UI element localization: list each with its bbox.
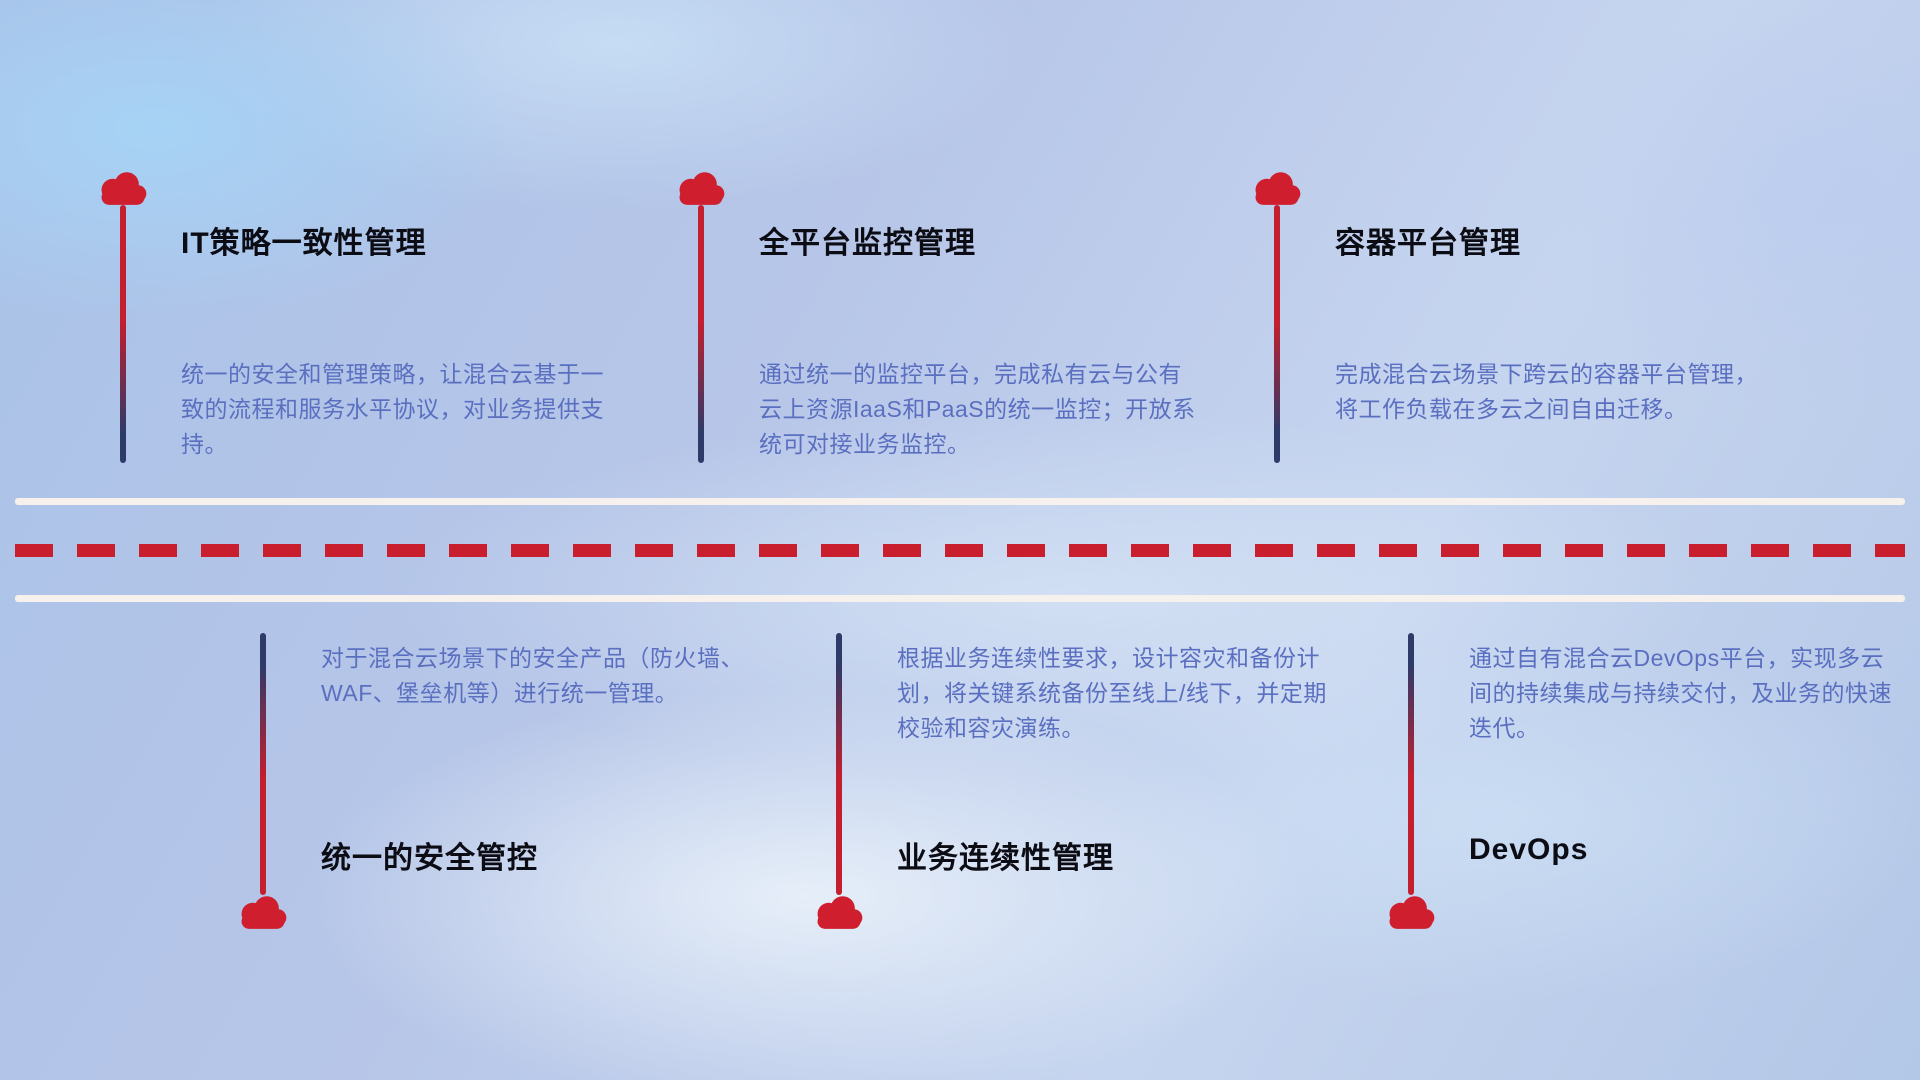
cloud-icon xyxy=(1389,896,1435,929)
cloud-icon xyxy=(241,896,287,929)
capability-title: 全平台监控管理 xyxy=(759,227,976,260)
road-top-line xyxy=(15,498,1905,505)
capability-description: 通过自有混合云DevOps平台，实现多云间的持续集成与持续交付，及业务的快速迭代… xyxy=(1469,645,1892,741)
capability-description: 对于混合云场景下的安全产品（防火墙、WAF、堡垒机等）进行统一管理。 xyxy=(321,645,744,706)
timeline-stem xyxy=(1274,205,1280,463)
capability-title: DevOps xyxy=(1469,833,1589,866)
timeline-stem xyxy=(698,205,704,463)
capability-description: 根据业务连续性要求，设计容灾和备份计划，将关键系统备份至线上/线下，并定期校验和… xyxy=(897,645,1327,741)
road-bottom-line xyxy=(15,595,1905,602)
capability-description: 通过统一的监控平台，完成私有云与公有云上资源IaaS和PaaS的统一监控；开放系… xyxy=(759,361,1196,457)
timeline-stem xyxy=(120,205,126,463)
capability-title: 容器平台管理 xyxy=(1335,227,1521,260)
capability-description: 统一的安全和管理策略，让混合云基于一致的流程和服务水平协议，对业务提供支持。 xyxy=(181,361,604,457)
cloud-icon xyxy=(679,172,725,205)
timeline-stem xyxy=(836,633,842,895)
cloud-icon xyxy=(1255,172,1301,205)
cloud-icon xyxy=(101,172,147,205)
capability-description: 完成混合云场景下跨云的容器平台管理，将工作负载在多云之间自由迁移。 xyxy=(1335,361,1758,422)
road-dashed-line xyxy=(15,544,1905,557)
capability-title: 业务连续性管理 xyxy=(897,842,1114,875)
capability-title: 统一的安全管控 xyxy=(321,842,538,875)
timeline-stem xyxy=(260,633,266,895)
capability-title: IT策略一致性管理 xyxy=(181,227,427,260)
cloud-icon xyxy=(817,896,863,929)
timeline-stem xyxy=(1408,633,1414,895)
